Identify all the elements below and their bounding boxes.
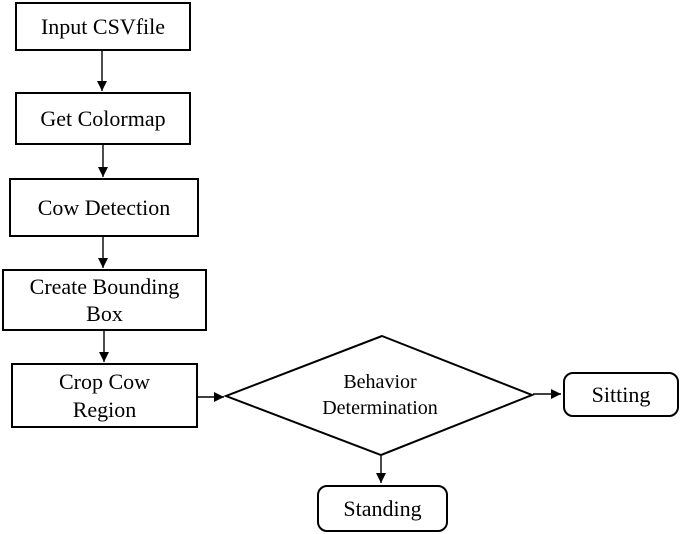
node-cow-detection: Cow Detection — [9, 178, 199, 237]
node-standing: Standing — [317, 485, 448, 532]
node-behavior-determination: Behavior Determination — [322, 371, 438, 419]
node-crop-cow-region: Crop Cow Region — [11, 363, 198, 428]
node-get-colormap: Get Colormap — [15, 92, 191, 145]
decision-diamond-shape — [223, 334, 535, 457]
node-input-csvfile: Input CSVfile — [15, 2, 191, 51]
node-sitting: Sitting — [563, 372, 679, 417]
node-create-bounding-box: Create Bounding Box — [2, 269, 207, 331]
